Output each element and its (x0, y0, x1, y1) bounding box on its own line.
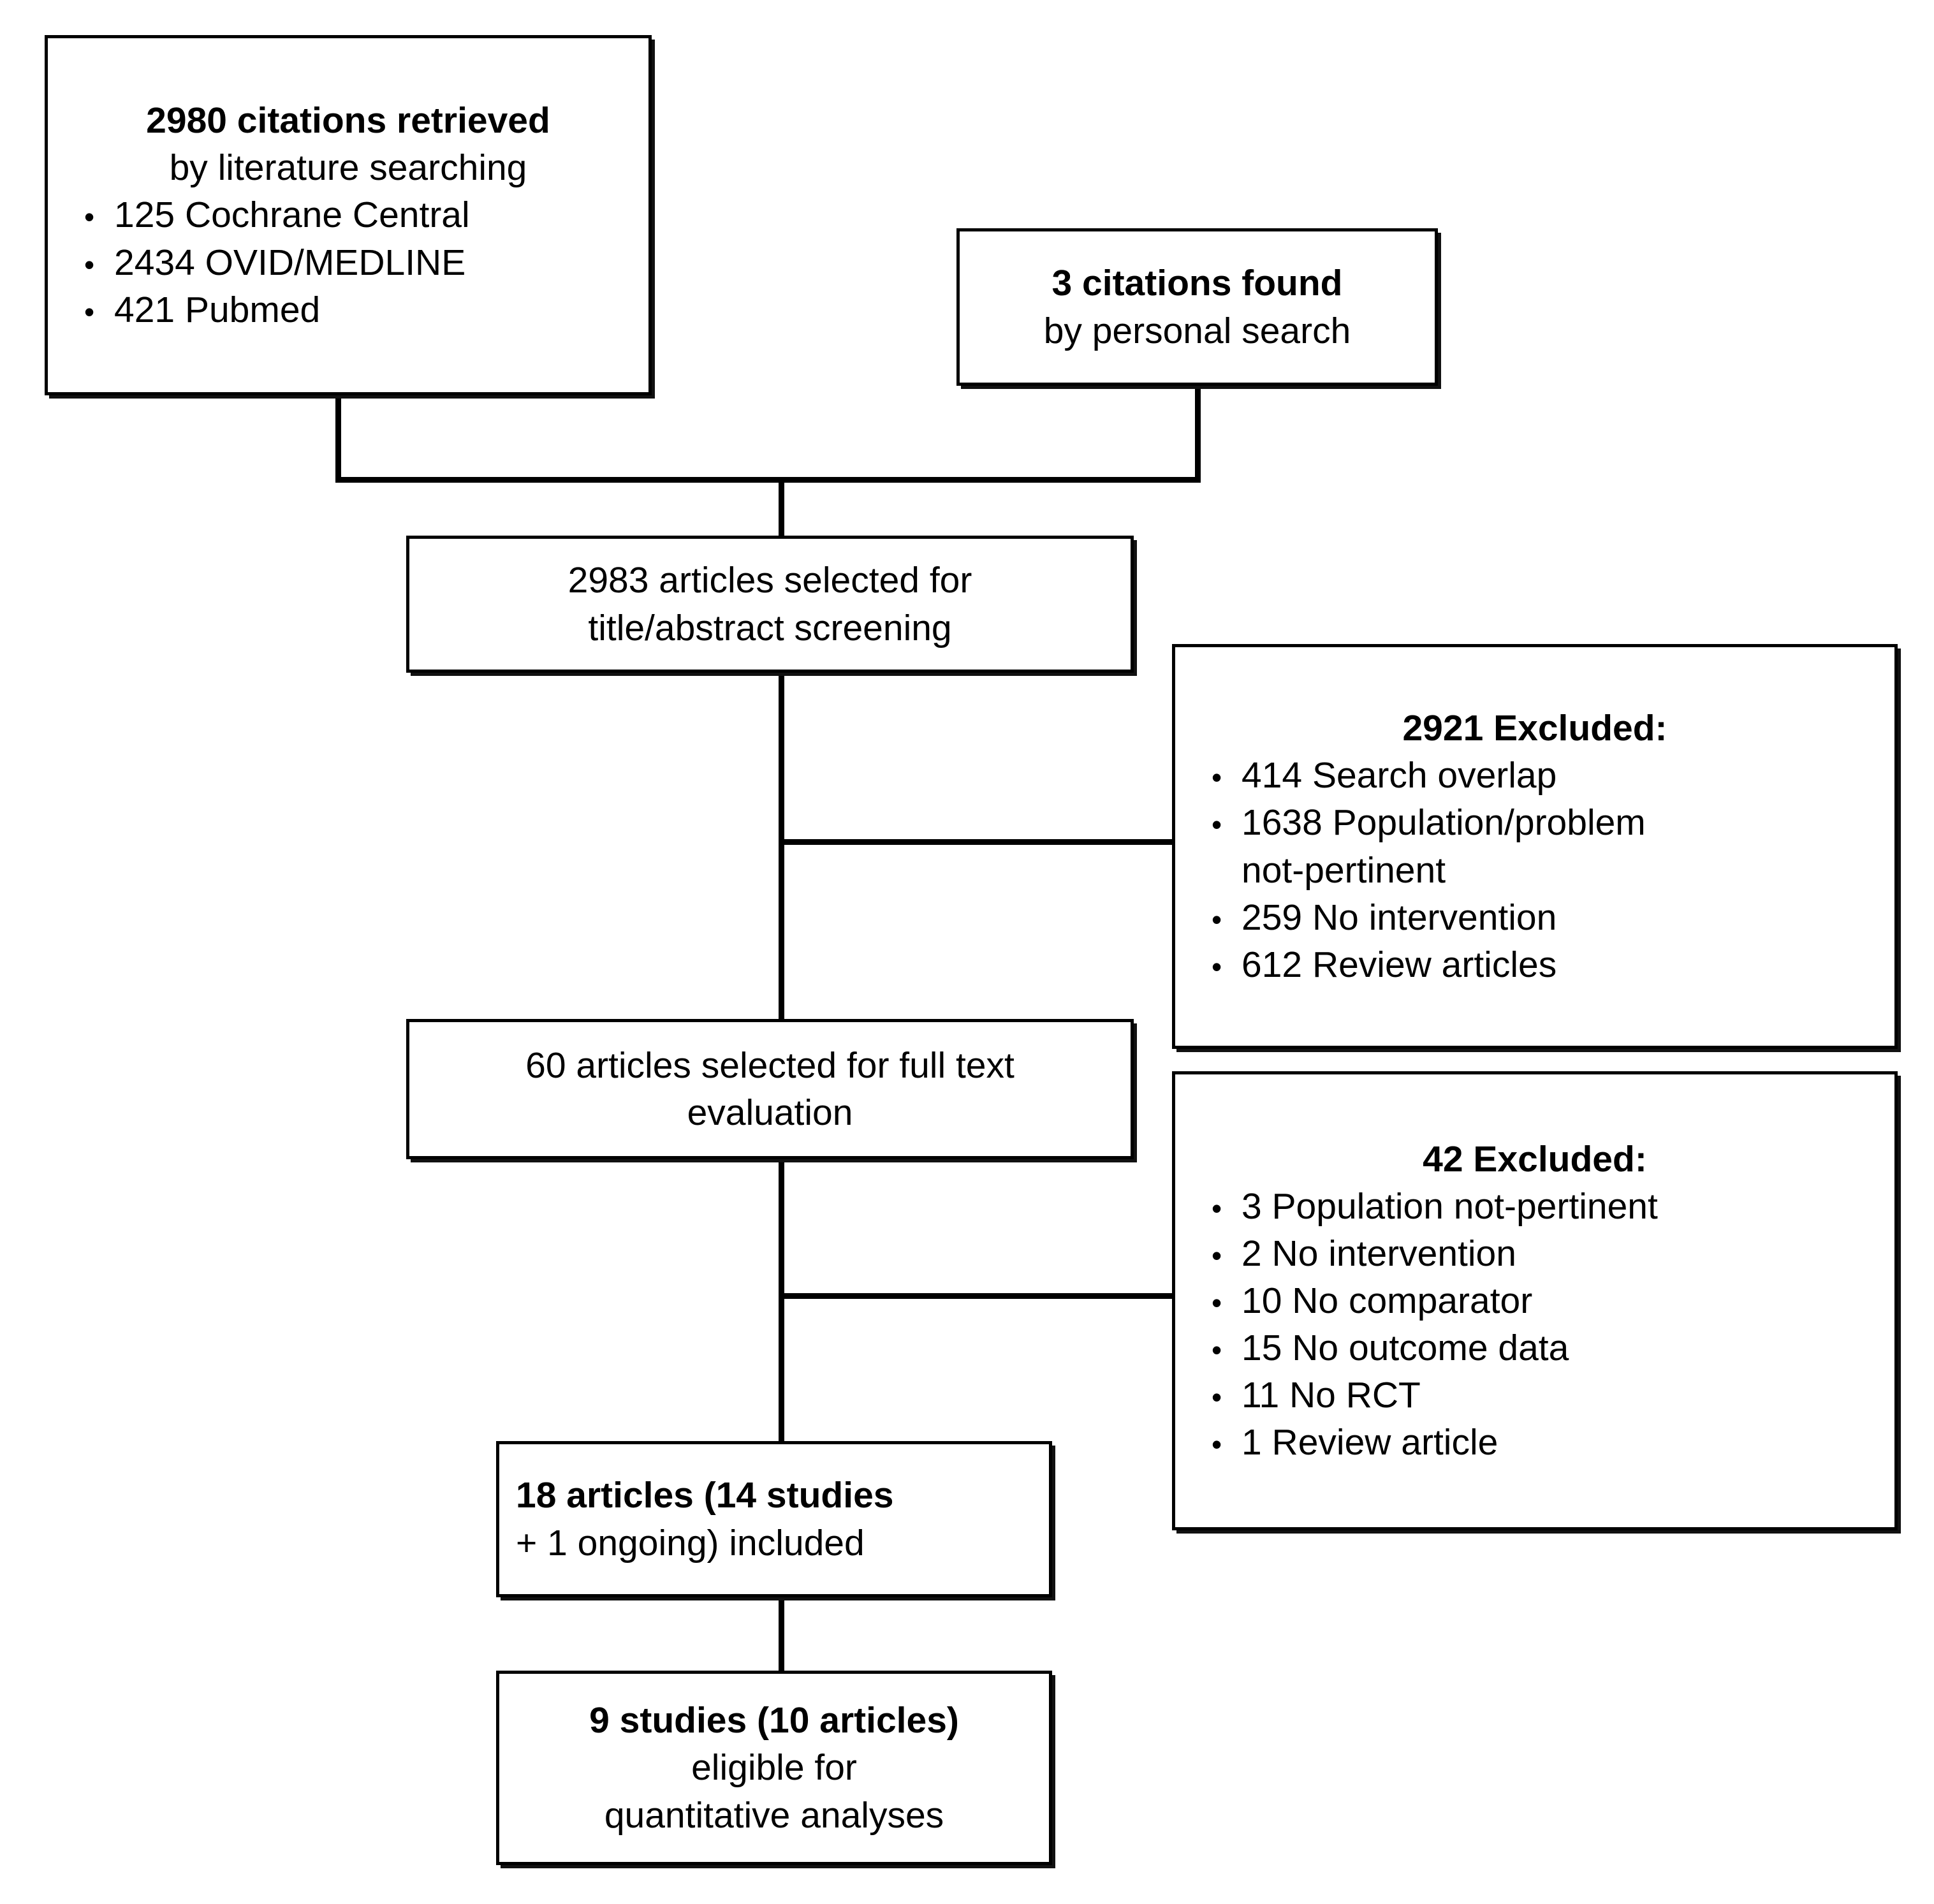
excluded-fulltext-bullet-text: 15 No outcome data (1242, 1328, 1569, 1369)
excluded-fulltext-bullet-text: 10 No comparator (1242, 1280, 1533, 1321)
retrieved-bullet-item: • 421 Pubmed (64, 286, 632, 333)
bullet-dot-icon: • (1211, 902, 1222, 936)
excluded-screening-bullet-text: 612 Review articles (1242, 944, 1557, 985)
bullet-dot-icon: • (84, 295, 95, 328)
excluded-screening-bullet-text: 1638 Population/problem (1242, 802, 1646, 844)
bullet-dot-icon: • (1211, 761, 1222, 795)
quantitative-line1: 9 studies (10 articles) (589, 1700, 959, 1741)
retrieved-bullet-text: 2434 OVID/MEDLINE (114, 242, 466, 283)
bullet-dot-icon: • (84, 247, 95, 281)
excluded-screening-bullet-item: • 1638 Population/problem (1192, 799, 1878, 846)
retrieved-bullet-text: 125 Cochrane Central (114, 194, 470, 236)
retrieved-headline-rest: by literature searching (169, 147, 527, 189)
connector-merge-bar (335, 477, 1201, 483)
screened-line2: title/abstract screening (588, 607, 952, 648)
excluded-screening-heading: 2921 Excluded: (1402, 708, 1667, 749)
excluded-screening-bullet-text-cont: not-pertinent (1242, 849, 1446, 891)
fulltext-line2: evaluation (687, 1092, 853, 1133)
included-line2-rest: included (719, 1522, 865, 1563)
excluded-fulltext-bullet-item: • 3 Population not-pertinent (1192, 1183, 1878, 1230)
bullet-dot-icon: • (1211, 1428, 1222, 1461)
connector-included-to-quantitative (779, 1594, 784, 1674)
excluded-fulltext-bullet-text: 3 Population not-pertinent (1242, 1185, 1658, 1227)
box-citations-retrieved: 2980 citations retrieved by literature s… (45, 35, 652, 395)
bullet-dot-icon: • (1211, 949, 1222, 983)
excluded-screening-bullet-item: • 259 No intervention (1192, 894, 1878, 941)
retrieved-bullet-text: 421 Pubmed (114, 289, 321, 330)
connector-branch-excluded-screening (779, 839, 1175, 845)
excluded-fulltext-heading: 42 Excluded: (1423, 1138, 1647, 1180)
excluded-fulltext-bullet-item: • 15 No outcome data (1192, 1324, 1878, 1372)
fulltext-line1-rest: selected for full text (691, 1044, 1015, 1086)
quantitative-line2: eligible for (691, 1747, 857, 1789)
box-excluded-screening: 2921 Excluded: • 414 Search overlap • 16… (1172, 644, 1898, 1049)
connector-personal-down (1195, 383, 1201, 481)
included-line1: 18 articles (14 studies (516, 1475, 894, 1516)
excluded-screening-bullet-text: 414 Search overlap (1242, 755, 1557, 796)
connector-retrieved-down (335, 392, 341, 481)
included-line2-bold: + 1 ongoing) (516, 1522, 719, 1563)
box-articles-included: 18 articles (14 studies + 1 ongoing) inc… (496, 1441, 1052, 1597)
box-citations-personal-search: 3 citations found by personal search (956, 228, 1438, 386)
excluded-screening-bullet-item: • 612 Review articles (1192, 941, 1878, 988)
fulltext-line1-bold: 60 articles (525, 1044, 691, 1086)
fulltext-line1: 60 articles selected for full text (426, 1042, 1114, 1089)
retrieved-bullet-item: • 2434 OVID/MEDLINE (64, 239, 632, 286)
excluded-fulltext-bullet-text: 1 Review article (1242, 1422, 1498, 1463)
screened-line1-rest: selected for (773, 560, 972, 601)
screened-line1: 2983 articles selected for (426, 557, 1114, 604)
excluded-screening-bullet-text: 259 No intervention (1242, 897, 1557, 938)
retrieved-bullet-item: • 125 Cochrane Central (64, 191, 632, 238)
personal-headline-rest: by personal search (1043, 310, 1351, 351)
bullet-dot-icon: • (84, 200, 95, 234)
bullet-dot-icon: • (1211, 1380, 1222, 1414)
retrieved-headline-bold: 2980 citations retrieved (146, 100, 550, 142)
connector-branch-excluded-fulltext (779, 1293, 1175, 1299)
quantitative-line3: quantitative analyses (604, 1794, 944, 1836)
bullet-dot-icon: • (1211, 1238, 1222, 1272)
bullet-dot-icon: • (1211, 1191, 1222, 1225)
connector-screened-to-fulltext (779, 670, 784, 1022)
bullet-dot-icon: • (1211, 808, 1222, 842)
excluded-screening-bullet-wrap: not-pertinent (1192, 847, 1878, 894)
box-articles-screened: 2983 articles selected for title/abstrac… (406, 536, 1134, 673)
included-line2: + 1 ongoing) included (516, 1520, 1032, 1567)
excluded-fulltext-bullet-item: • 2 No intervention (1192, 1230, 1878, 1277)
excluded-screening-bullet-item: • 414 Search overlap (1192, 752, 1878, 799)
bullet-dot-icon: • (1211, 1285, 1222, 1319)
bullet-spacer (1192, 854, 1242, 892)
excluded-fulltext-bullet-text: 2 No intervention (1242, 1233, 1516, 1274)
box-articles-fulltext: 60 articles selected for full text evalu… (406, 1019, 1134, 1159)
excluded-fulltext-bullet-item: • 10 No comparator (1192, 1277, 1878, 1324)
excluded-fulltext-bullet-item: • 1 Review article (1192, 1419, 1878, 1466)
bullet-dot-icon: • (1211, 1333, 1222, 1367)
box-excluded-fulltext: 42 Excluded: • 3 Population not-pertinen… (1172, 1071, 1898, 1530)
connector-merge-to-screened (779, 477, 784, 538)
screened-line1-bold: 2983 articles (568, 560, 774, 601)
excluded-fulltext-bullet-item: • 11 No RCT (1192, 1372, 1878, 1419)
excluded-fulltext-bullet-text: 11 No RCT (1242, 1375, 1421, 1416)
connector-fulltext-to-included (779, 1156, 784, 1444)
box-studies-quantitative: 9 studies (10 articles) eligible for qua… (496, 1671, 1052, 1865)
personal-headline-bold: 3 citations found (1051, 263, 1343, 304)
